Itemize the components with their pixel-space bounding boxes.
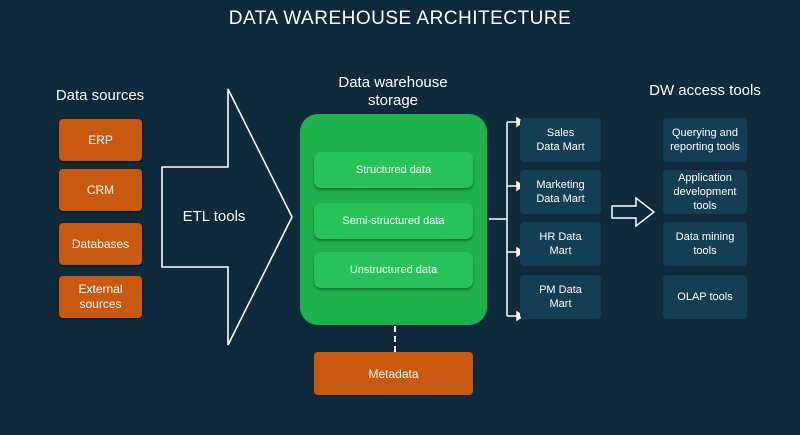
- source-box-erp: ERP: [59, 119, 142, 161]
- sources-heading: Data sources: [55, 87, 145, 104]
- mart-marketing: Marketing Data Mart: [520, 170, 601, 214]
- tools-heading: DW access tools: [649, 82, 761, 99]
- diagram-title: DATA WAREHOUSE ARCHITECTURE: [228, 8, 572, 29]
- source-box-crm: CRM: [59, 169, 142, 211]
- access-arrow-icon: [611, 196, 656, 228]
- source-box-external: External sources: [59, 276, 142, 318]
- storage-heading: Data warehouse storage: [338, 74, 448, 109]
- storage-row-structured: Structured data: [314, 152, 473, 188]
- tool-olap: OLAP tools: [663, 275, 747, 319]
- storage-row-semi-structured: Semi-structured data: [314, 203, 473, 239]
- etl-label: ETL tools: [182, 208, 246, 225]
- tool-application-development: Application development tools: [663, 170, 747, 214]
- mart-pm: PM Data Mart: [520, 275, 601, 319]
- etl-arrow-icon: [161, 88, 293, 346]
- mart-sales: Sales Data Mart: [520, 118, 601, 162]
- warehouse-storage-block: Structured data Semi-structured data Uns…: [300, 114, 487, 325]
- tool-data-mining: Data mining tools: [663, 222, 747, 266]
- tool-querying-reporting: Querying and reporting tools: [663, 118, 747, 162]
- storage-row-unstructured: Unstructured data: [314, 252, 473, 288]
- mart-hr: HR Data Mart: [520, 222, 601, 266]
- metadata-connector: [394, 326, 396, 352]
- source-box-databases: Databases: [59, 223, 142, 265]
- metadata-box: Metadata: [314, 352, 473, 395]
